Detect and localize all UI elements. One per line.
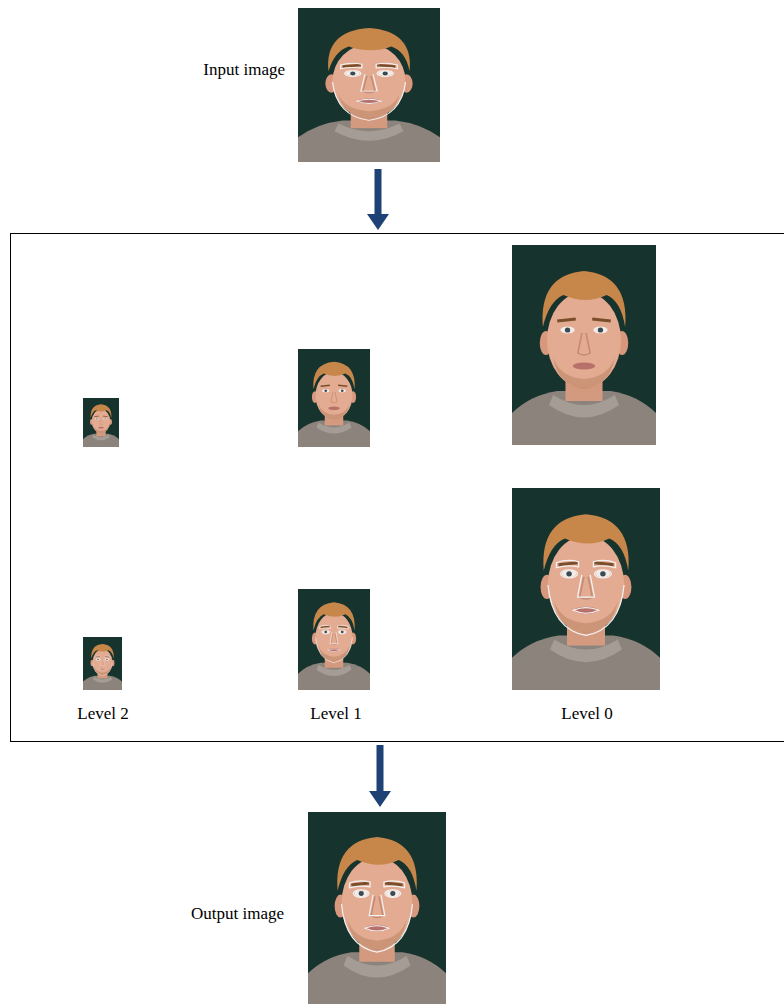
image-node: Output image: [150, 810, 450, 1004]
level2-fit-photo: [83, 637, 122, 690]
caption-label: Input image: [203, 60, 285, 80]
level1-fit-photo: [298, 589, 370, 690]
input-photo: [298, 8, 440, 162]
level2-photo: [83, 398, 119, 447]
level0-fit-photo: [512, 488, 660, 690]
caption-label: Level 0: [561, 704, 612, 724]
flow-arrow: [367, 169, 389, 230]
caption-label: Level 1: [310, 704, 361, 724]
caption-label: Output image: [191, 904, 284, 924]
image-node: Input image: [150, 8, 445, 166]
level1-photo: [298, 349, 370, 447]
pyramid-box: Level 2 Level 1 Level 0: [10, 233, 784, 742]
level0-photo: [512, 245, 656, 445]
caption-label: Level 2: [77, 704, 128, 724]
flow-arrow: [369, 745, 391, 807]
output-photo: [308, 812, 446, 1004]
